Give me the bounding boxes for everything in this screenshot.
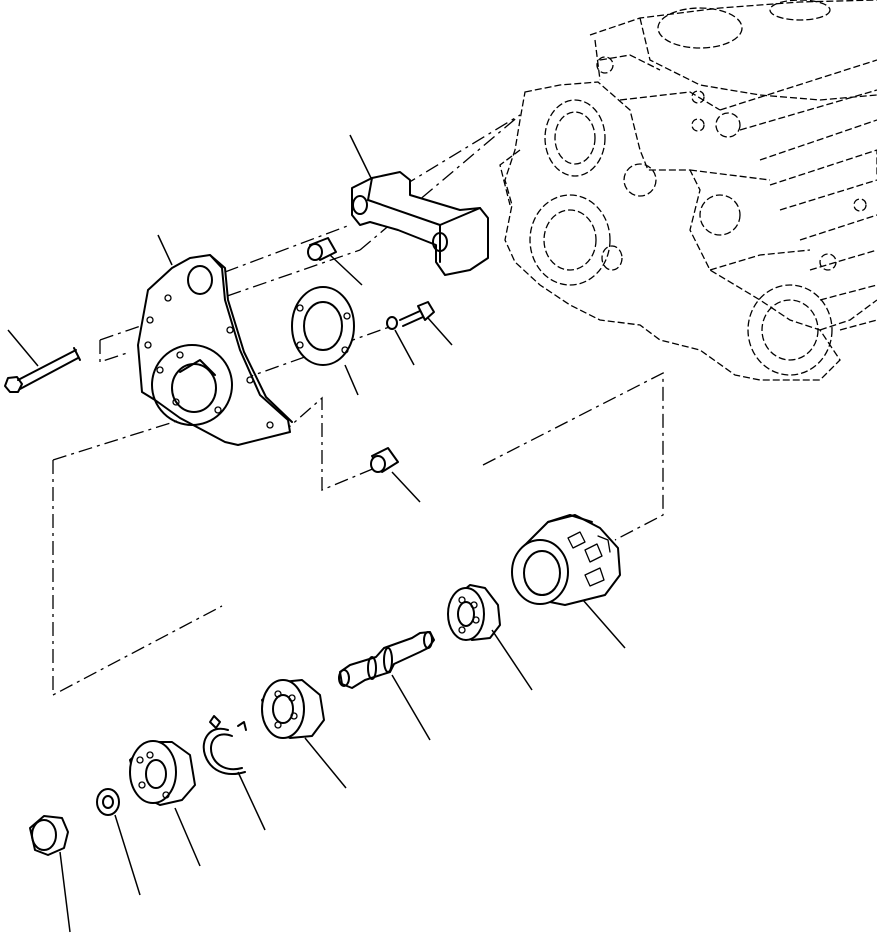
spacer-collar xyxy=(370,447,421,503)
small-bolt xyxy=(399,301,453,346)
mounting-plate xyxy=(137,234,293,446)
pulley-hub xyxy=(129,740,201,867)
bolt-long xyxy=(4,329,81,393)
snap-ring xyxy=(202,715,266,831)
shaft xyxy=(338,631,435,741)
lock-washer xyxy=(386,316,415,366)
bearing-inner xyxy=(447,584,533,691)
housing xyxy=(511,514,626,649)
gasket-ring xyxy=(291,286,359,396)
washer xyxy=(96,788,141,896)
engine-block xyxy=(499,0,877,381)
nut xyxy=(29,815,71,933)
bearing-outer xyxy=(261,679,347,789)
bracket xyxy=(349,134,489,276)
dowel-sleeve xyxy=(307,237,363,286)
